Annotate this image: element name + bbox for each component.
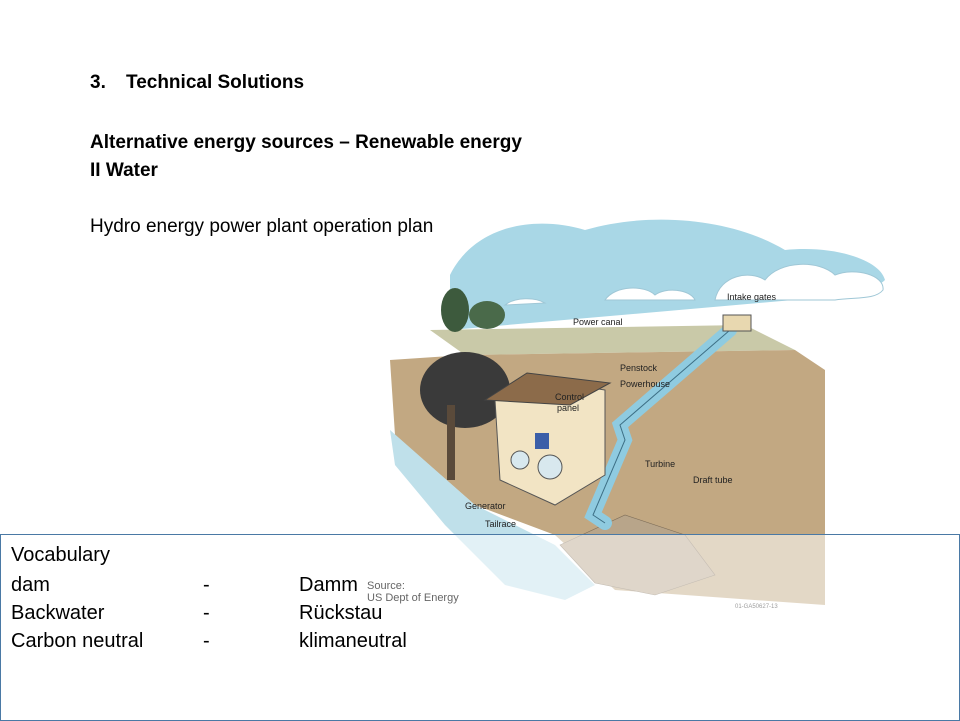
label-generator: Generator — [465, 501, 506, 511]
control-panel — [535, 433, 549, 449]
vocab-term: Backwater — [11, 602, 105, 624]
label-powerhouse: Powerhouse — [620, 379, 670, 389]
vocab-translation: Rückstau — [299, 602, 383, 624]
cloud-shape — [604, 287, 696, 301]
vocab-dash: - — [203, 602, 210, 624]
vocab-term: dam — [11, 574, 50, 596]
generator — [510, 450, 530, 470]
label-penstock: Penstock — [620, 363, 658, 373]
tree-icon — [469, 301, 505, 329]
powerhouse-roof — [483, 372, 612, 406]
label-draft-tube: Draft tube — [693, 475, 733, 485]
intake-gates — [722, 314, 752, 332]
diagram-caption: Hydro energy power plant operation plan — [90, 216, 434, 237]
tree-trunk — [447, 405, 455, 480]
label-intake-gates: Intake gates — [727, 292, 777, 302]
source-label: Source: — [367, 580, 405, 592]
label-turbine: Turbine — [645, 459, 675, 469]
label-tailrace: Tailrace — [485, 519, 516, 529]
source-text: US Dept of Energy — [367, 592, 459, 604]
source-note: Source: US Dept of Energy — [367, 580, 459, 604]
vocab-term: Carbon neutral — [11, 630, 144, 652]
label-power-canal: Power canal — [573, 317, 623, 327]
turbine — [537, 454, 563, 480]
cloud-shape — [503, 298, 547, 306]
label-control-2: panel — [557, 403, 579, 413]
heading-subtitle-2: II Water — [90, 160, 158, 181]
heading-title: Technical Solutions — [126, 72, 305, 93]
label-control-1: Control — [555, 392, 584, 402]
vocabulary-box: Vocabulary dam - Damm Backwater - Rückst… — [0, 534, 960, 721]
heading-number: 3. — [90, 72, 106, 93]
vocab-translation: klimaneutral — [299, 630, 407, 652]
heading-subtitle-1: Alternative energy sources – Renewable e… — [90, 132, 522, 153]
cloud-shape — [714, 263, 884, 301]
vocab-dash: - — [203, 574, 210, 596]
vocab-translation: Damm — [299, 574, 358, 596]
vocabulary-title: Vocabulary — [11, 544, 110, 566]
vocab-dash: - — [203, 630, 210, 652]
tree-icon — [420, 352, 510, 428]
tree-icon — [441, 288, 469, 332]
sky-backdrop — [450, 219, 885, 330]
